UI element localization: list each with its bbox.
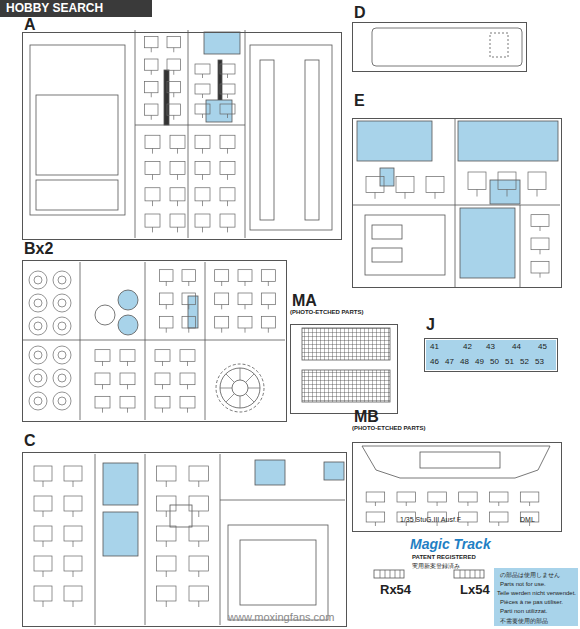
label-text: 不需要使用的部品 <box>500 617 548 626</box>
part-number: 50 <box>490 357 499 366</box>
part-number: 48 <box>460 357 469 366</box>
part-number: 44 <box>512 342 521 351</box>
sprue-outline <box>22 32 342 240</box>
sprue-letter: MB <box>354 408 379 426</box>
sprue-letter: C <box>24 432 36 450</box>
sprue-letter: D <box>354 4 366 22</box>
sprue-frame: MB(PHOTO-ETCHED PARTS) <box>352 408 562 532</box>
part-number: 41 <box>430 342 439 351</box>
label-text: Parti non utilizzat. <box>500 608 547 614</box>
sprue-outline <box>352 22 527 72</box>
sprue-outline <box>352 118 562 288</box>
label-text: Pièces à ne pas utiliser. <box>500 599 563 605</box>
part-number: 49 <box>475 357 484 366</box>
label-text: Lx54 <box>460 582 490 597</box>
sprue-frame: Bx2 <box>22 240 287 422</box>
sprue-letter: J <box>426 316 435 334</box>
sprue-letter: E <box>354 92 365 110</box>
label-text: 実用新案登録済み <box>412 562 460 571</box>
label-text: Magic Track <box>410 536 491 552</box>
sprue-letter: Bx2 <box>24 240 53 258</box>
sprue-outline <box>22 260 287 422</box>
legend-text: の部品は使用しません <box>500 571 560 580</box>
label-text: Parts not for use. <box>500 581 546 587</box>
part-number: 52 <box>520 357 529 366</box>
sprue-frame: C <box>22 432 347 627</box>
part-number: 42 <box>463 342 472 351</box>
watermark: www.moxingfans.com <box>228 611 334 623</box>
label-text: DML <box>520 516 535 523</box>
sprue-note: (PHOTO-ETCHED PARTS) <box>290 309 363 315</box>
label-text: Teile werden nicht verwendet. <box>497 590 576 596</box>
label-text: PATENT REGISTERED <box>412 554 476 560</box>
sprue-frame: D <box>352 4 527 72</box>
sprue-frame: MA(PHOTO-ETCHED PARTS) <box>290 292 398 414</box>
part-number: 51 <box>505 357 514 366</box>
label-text: 1/35 StuG.III Ausf.F <box>400 516 461 523</box>
part-number: 47 <box>445 357 454 366</box>
part-number: 45 <box>538 342 547 351</box>
part-number: 53 <box>535 357 544 366</box>
part-number: 46 <box>430 357 439 366</box>
sprue-letter: A <box>24 16 36 34</box>
sprue-note: (PHOTO-ETCHED PARTS) <box>352 425 425 431</box>
sprue-frame: E <box>352 92 562 288</box>
sprue-letter: MA <box>292 292 317 310</box>
label-text: Rx54 <box>380 582 411 597</box>
sprue-outline <box>290 324 398 414</box>
sprue-outline <box>22 452 347 627</box>
part-number: 43 <box>486 342 495 351</box>
sprue-frame: A <box>22 16 342 240</box>
watermark: HOBBY SEARCH <box>6 1 103 15</box>
